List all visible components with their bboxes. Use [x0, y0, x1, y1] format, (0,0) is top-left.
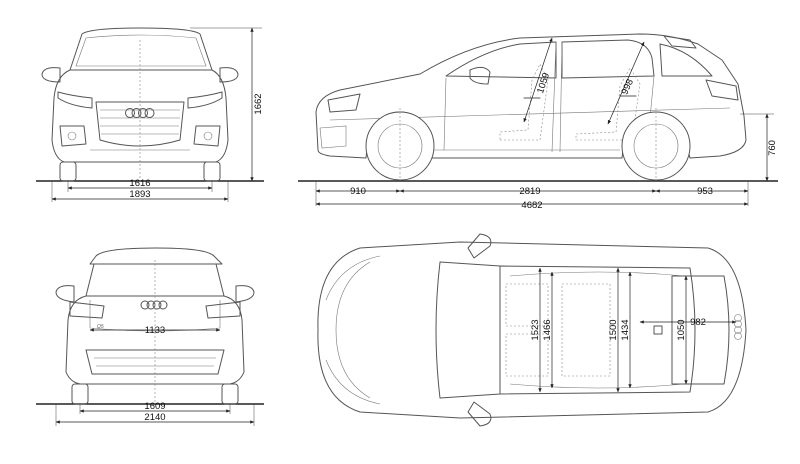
right-fog-lamp [193, 125, 221, 147]
top-windshield [435, 261, 501, 399]
rear-track-label: 1609 [144, 401, 165, 412]
model-badge: Q5 [97, 324, 104, 330]
side-headlight [327, 93, 361, 113]
quarter-window [659, 43, 713, 77]
front-seats-top [505, 283, 549, 377]
front-headroom-label: 1059 [535, 71, 552, 95]
front-height-label: 1662 [253, 93, 264, 114]
top-view: 1523 1466 1500 1434 1050 982 [317, 233, 747, 427]
rear-elbow-label: 1434 [620, 319, 631, 340]
top-body [317, 241, 747, 419]
front-shoulder-label: 1523 [530, 319, 541, 340]
top-left-mirror [467, 233, 492, 259]
rear-side-window [561, 39, 655, 79]
side-taillight [705, 79, 739, 101]
rear-shoulder-label: 1500 [608, 319, 619, 340]
rear-right-tire [221, 383, 239, 405]
rear-width-label: 2140 [144, 412, 165, 423]
front-grille [95, 101, 185, 147]
left-headlight [57, 91, 93, 109]
rear-spoiler [89, 247, 223, 265]
rear-view: Q5 1133 1609 2140 [36, 247, 264, 426]
front-right-tire [203, 161, 221, 182]
rear-bench-top [561, 283, 611, 377]
rear-diffuser [85, 349, 225, 375]
front-seat-outline [499, 63, 549, 141]
brand-logo-rear [140, 300, 168, 310]
trunk-length-label: 982 [690, 317, 706, 328]
seat-lock-icon [653, 325, 663, 335]
rear-right-mirror [235, 285, 255, 303]
side-view: 1059 998 760 910 2819 953 4682 [298, 33, 778, 211]
rear-left-mirror [55, 285, 75, 303]
front-track-label: 1616 [129, 178, 150, 189]
front-side-window [445, 41, 557, 79]
top-right-mirror [467, 401, 492, 427]
front-elbow-label: 1466 [542, 319, 553, 340]
front-headroom-dimension [523, 37, 553, 123]
right-headlight [187, 91, 223, 109]
right-taillight [205, 301, 241, 319]
length-label: 4682 [521, 200, 542, 211]
trunk-area [671, 275, 730, 385]
front-left-tire [59, 161, 77, 182]
rear-height-label: 760 [767, 140, 778, 156]
roof-spoiler [663, 35, 697, 49]
brand-logo-top [734, 314, 742, 340]
wheelbase-label: 2819 [519, 186, 540, 197]
front-width-label: 1893 [129, 189, 150, 200]
left-taillight [69, 301, 105, 319]
front-windshield [69, 27, 213, 71]
left-fog-lamp [59, 125, 87, 147]
top-roof [499, 265, 696, 395]
front-overhang-label: 910 [350, 186, 366, 197]
loading-width-label: 1133 [145, 325, 165, 336]
rear-headroom-dimension [607, 41, 645, 125]
brand-logo-front [125, 108, 155, 118]
left-mirror [41, 67, 61, 83]
rear-overhang-label: 953 [697, 186, 713, 197]
right-mirror [219, 67, 239, 83]
rear-left-tire [71, 383, 89, 405]
side-mirror [469, 66, 491, 85]
front-view: 1662 1616 1893 [36, 27, 264, 202]
trunk-width-label: 1050 [676, 319, 687, 340]
rear-headroom-label: 998 [619, 78, 635, 97]
